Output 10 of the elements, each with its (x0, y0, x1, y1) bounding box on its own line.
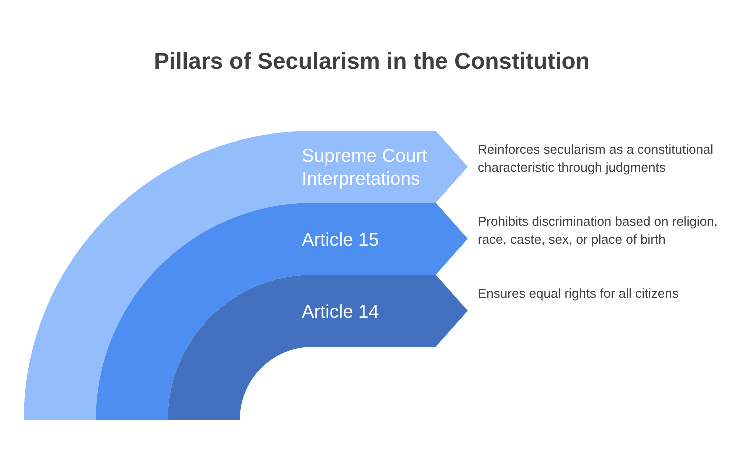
band-label: Supreme Court Interpretations (302, 144, 428, 190)
arch-arrow-band (24, 131, 468, 420)
diagram-title: Pillars of Secularism in the Constitution (153, 48, 591, 75)
band-label: Article 14 (302, 300, 380, 322)
description-text: Ensures equal rights for all citizens (478, 285, 680, 303)
arch-arrow-band (168, 275, 468, 420)
band-label: Article 15 (302, 228, 380, 250)
arch-arrow-band (96, 203, 468, 420)
description-text: Reinforces secularism as a constitutional characteristic through judgments (478, 141, 715, 177)
description-text: Prohibits discrimination based on religion, race, caste, sex, or place of birth (478, 213, 718, 249)
